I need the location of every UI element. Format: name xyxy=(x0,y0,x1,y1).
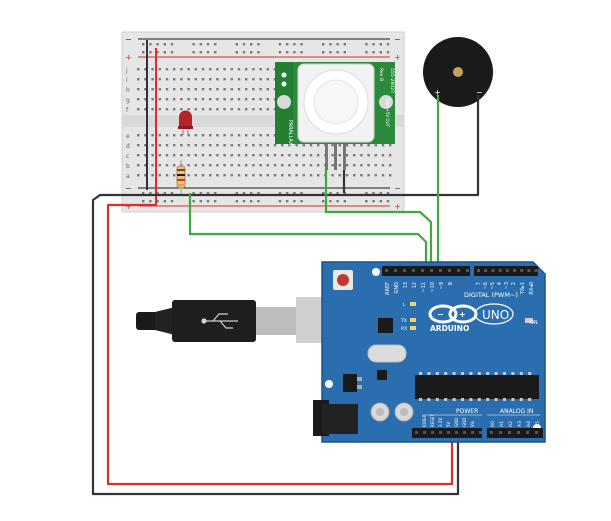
svg-text:TX▸1: TX▸1 xyxy=(520,282,526,295)
svg-text:PARALLAX: PARALLAX xyxy=(287,120,293,146)
svg-text:GND: GND xyxy=(462,418,467,427)
svg-text:i: i xyxy=(126,77,128,84)
arduino-brand: ARDUINO xyxy=(430,324,469,333)
red-wire-5v[interactable] xyxy=(106,203,454,486)
svg-text:~10: ~10 xyxy=(430,282,436,293)
svg-text:+: + xyxy=(394,53,401,62)
svg-text:3.3V: 3.3V xyxy=(438,418,443,427)
uno-badge: UNO xyxy=(474,303,514,325)
svg-text:A0: A0 xyxy=(490,421,496,427)
svg-text:8: 8 xyxy=(448,282,454,285)
svg-text:−: − xyxy=(125,184,132,193)
svg-text:~5: ~5 xyxy=(490,282,496,289)
svg-text:Vin: Vin xyxy=(470,420,475,427)
svg-text:−: − xyxy=(394,35,401,44)
svg-text:TX: TX xyxy=(400,318,407,324)
svg-text:Rev B: Rev B xyxy=(378,68,384,81)
svg-text:+: + xyxy=(394,202,401,211)
svg-text:A5: A5 xyxy=(535,421,541,427)
green-wire-pir[interactable] xyxy=(324,170,433,270)
svg-text:+: + xyxy=(125,53,132,62)
svg-text:RESET: RESET xyxy=(430,414,435,427)
svg-text:~11: ~11 xyxy=(421,282,427,293)
status-leds: L TX RX xyxy=(400,302,416,332)
svg-text:IOREF: IOREF xyxy=(422,414,427,427)
svg-text:L: L xyxy=(403,302,406,308)
svg-text:d: d xyxy=(126,143,130,150)
svg-text:~6: ~6 xyxy=(483,282,489,289)
svg-text:GND: GND xyxy=(394,282,400,294)
piezo-plus-label: + xyxy=(434,88,441,97)
digital-pin-holes xyxy=(385,269,538,272)
resistor[interactable] xyxy=(176,160,186,194)
svg-text:A2: A2 xyxy=(508,421,514,427)
capacitors xyxy=(370,402,414,422)
dc-power-jack[interactable] xyxy=(313,400,358,436)
black-wire-ground-loop[interactable] xyxy=(91,95,480,496)
svg-text:13: 13 xyxy=(403,282,409,288)
svg-text:7: 7 xyxy=(476,282,482,285)
svg-text:AREF: AREF xyxy=(385,282,391,295)
atmega-chip xyxy=(415,375,539,399)
arduino-uno-board[interactable]: AREF GND 13 12 ~11 ~10 ~9 8 7 ~6 ~5 4 ~3… xyxy=(313,261,546,443)
svg-text:RX: RX xyxy=(401,326,407,332)
piezo-buzzer[interactable]: + − xyxy=(423,37,493,107)
svg-text:g: g xyxy=(126,97,130,104)
svg-text:4: 4 xyxy=(497,282,503,285)
svg-text:A4: A4 xyxy=(526,421,532,427)
svg-text:GND: GND xyxy=(454,418,459,427)
green-wire-led[interactable] xyxy=(188,193,428,270)
red-led[interactable] xyxy=(178,110,193,136)
breadboard-rail-signs: − + − + − + − + xyxy=(125,35,401,211)
svg-text:a: a xyxy=(126,173,130,180)
svg-text:h: h xyxy=(126,87,130,94)
piezo-minus-label: − xyxy=(476,88,483,97)
svg-text:b: b xyxy=(126,163,130,170)
on-label: ON xyxy=(530,320,538,326)
svg-text:−: − xyxy=(125,35,132,44)
svg-text:+: + xyxy=(125,202,132,211)
top-pin-labels: AREF GND 13 12 ~11 ~10 ~9 8 7 ~6 ~5 4 ~3… xyxy=(385,282,535,295)
pir-sensor[interactable]: PARALLAX 555-28027 Rev B GND +5V OUT xyxy=(275,62,395,170)
breadboard-row-letters: j i h g f e d c b a xyxy=(125,67,130,180)
svg-text:~9: ~9 xyxy=(439,282,445,289)
svg-text:e: e xyxy=(126,133,130,140)
svg-text:c: c xyxy=(126,153,129,160)
svg-text:5V: 5V xyxy=(446,421,451,427)
svg-text:j: j xyxy=(125,67,128,74)
digital-header-label: DIGITAL (PWM~) xyxy=(464,291,518,299)
svg-text:~3: ~3 xyxy=(504,282,510,289)
svg-text:A1: A1 xyxy=(499,421,505,427)
svg-text:−: − xyxy=(394,184,401,193)
svg-text:GND +5V OUT: GND +5V OUT xyxy=(385,98,390,127)
svg-text:12: 12 xyxy=(412,282,418,288)
usb-icon xyxy=(201,313,238,329)
svg-text:A3: A3 xyxy=(517,421,523,427)
svg-text:RX◂0: RX◂0 xyxy=(529,282,535,295)
svg-text:2: 2 xyxy=(511,282,517,285)
svg-text:f: f xyxy=(126,107,129,114)
power-label: POWER xyxy=(456,408,478,415)
analog-pin-labels: A0 A1 A2 A3 A4 A5 xyxy=(490,421,541,427)
usb-cable[interactable] xyxy=(136,297,356,343)
arduino-logo: − + ARDUINO xyxy=(428,304,478,333)
svg-text:555-28027: 555-28027 xyxy=(389,68,395,93)
power-pin-labels: IOREF RESET 3.3V 5V GND GND Vin xyxy=(422,414,475,427)
uno-label: UNO xyxy=(482,308,509,322)
wires xyxy=(91,95,480,496)
analog-label: ANALOG IN xyxy=(500,408,533,415)
svg-text:−: − xyxy=(437,310,444,319)
svg-text:+: + xyxy=(459,310,466,319)
